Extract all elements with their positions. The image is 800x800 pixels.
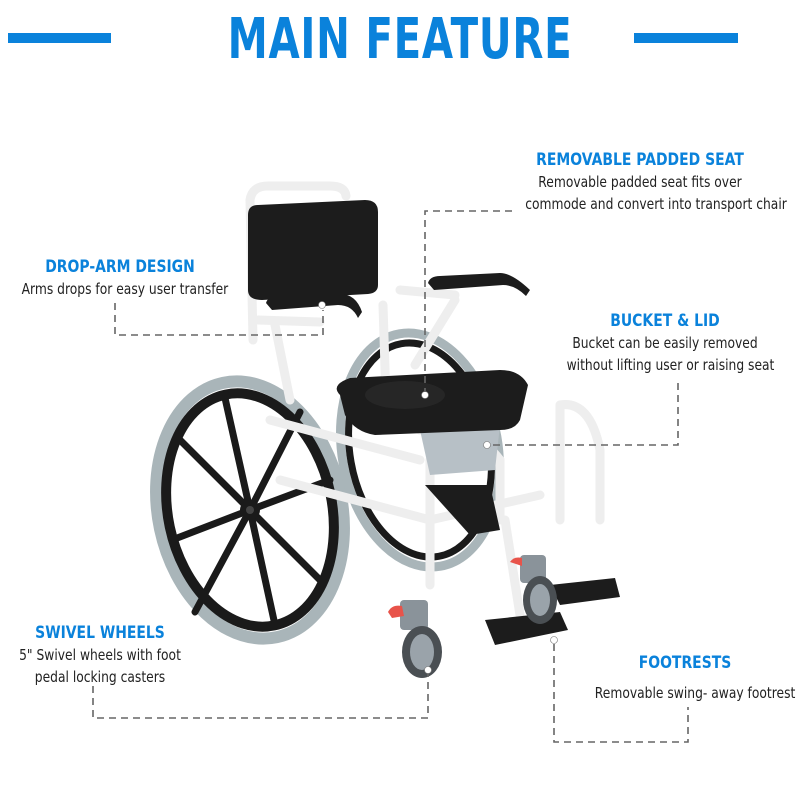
title-divider-right <box>634 33 738 43</box>
connector-droparm <box>114 303 324 336</box>
callout-heading: DROP-ARM DESIGN <box>45 257 195 277</box>
callout-heading: REMOVABLE PADDED SEAT <box>536 150 744 170</box>
callout-removable-padded-seat: REMOVABLE PADDED SEAT Removable padded s… <box>500 149 787 215</box>
caster-front-right <box>510 555 557 624</box>
connector-seat <box>424 210 512 392</box>
chair-frame <box>245 181 605 620</box>
callout-swivel-wheels: SWIVEL WHEELS 5" Swivel wheels with foot… <box>0 622 200 688</box>
callout-desc-line: 5" Swivel wheels with foot <box>19 646 181 664</box>
connector-wheels <box>92 674 429 719</box>
title-divider-left <box>8 33 111 43</box>
footrest-hanger <box>425 485 500 535</box>
callout-footrests: FOOTRESTS Removable swing- away footrest <box>575 652 796 704</box>
callout-heading: SWIVEL WHEELS <box>35 623 165 643</box>
callout-desc-line: commode and convert into transport chair <box>525 195 787 213</box>
backrest <box>248 200 378 300</box>
callout-bucket-and-lid: BUCKET & LID Bucket can be easily remove… <box>545 310 785 376</box>
seat-lid <box>365 381 445 409</box>
connector-bucket <box>490 383 679 446</box>
commode-bucket <box>420 425 500 475</box>
callout-desc-line: pedal locking casters <box>34 668 166 686</box>
footrest-plate-right <box>550 578 620 605</box>
callout-connectors <box>92 210 689 743</box>
callout-desc-line: Removable swing- away footrest <box>594 684 796 702</box>
callout-heading: FOOTRESTS <box>638 653 732 673</box>
callout-drop-arm-design: DROP-ARM DESIGN Arms drops for easy user… <box>0 256 240 300</box>
rear-wheel-left <box>150 375 350 645</box>
connector-footrests <box>553 644 689 743</box>
callout-desc-line: without lifting user or raising seat <box>566 356 775 374</box>
callout-desc-line: Arms drops for easy user transfer <box>21 280 229 298</box>
armrest-right <box>428 273 530 296</box>
callout-desc-line: Bucket can be easily removed <box>572 334 758 352</box>
armrest-left <box>266 294 362 318</box>
caster-front-left <box>388 600 442 678</box>
callout-desc-line: Removable padded seat fits over <box>538 173 742 191</box>
callout-heading: BUCKET & LID <box>610 311 720 331</box>
page-title: MAIN FEATURE <box>227 7 573 72</box>
